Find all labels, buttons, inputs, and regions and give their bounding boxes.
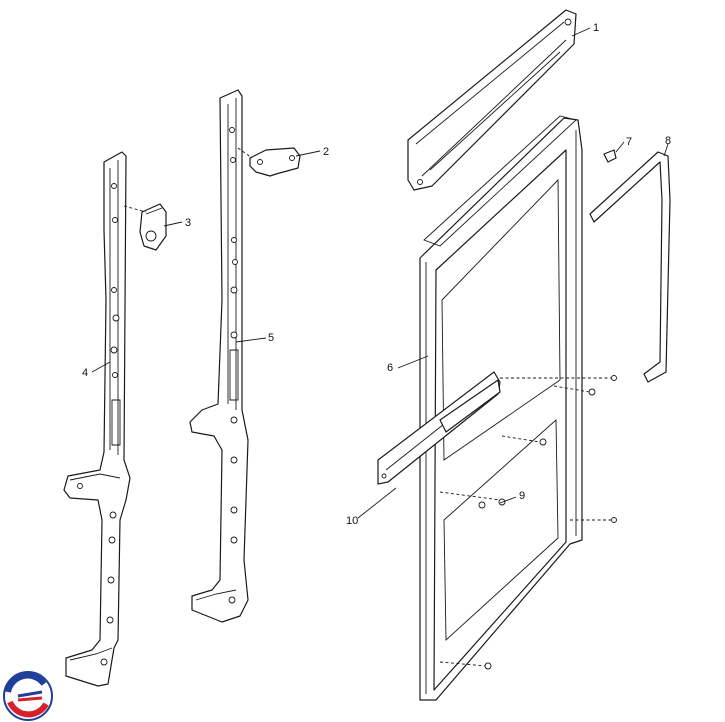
part-1-top-channel [407,9,577,191]
callout-6: 6 [387,362,393,374]
brand-logo-icon [3,671,53,721]
part-2-upper-bracket [237,147,301,177]
screws-fittings [439,375,617,670]
callout-leaders [91,27,669,519]
part-5-middle-rail [189,89,249,623]
part-10-brackets [377,371,501,485]
callout-labels: 1 2 3 4 5 6 7 8 9 10 [82,22,671,527]
callout-7: 7 [626,136,632,148]
part-6-door-frame [419,115,583,701]
callout-5: 5 [268,332,274,344]
part-8-seal-strip [589,151,671,383]
callout-8: 8 [665,135,671,147]
callout-2: 2 [323,146,329,158]
callout-1: 1 [593,22,599,34]
part-7-clip [603,149,617,163]
callout-10: 10 [346,515,358,527]
callout-9: 9 [519,490,525,502]
callout-4: 4 [82,367,88,379]
part-4-left-rail [63,151,131,687]
part-3-small-bracket [123,203,167,251]
callout-3: 3 [185,217,191,229]
